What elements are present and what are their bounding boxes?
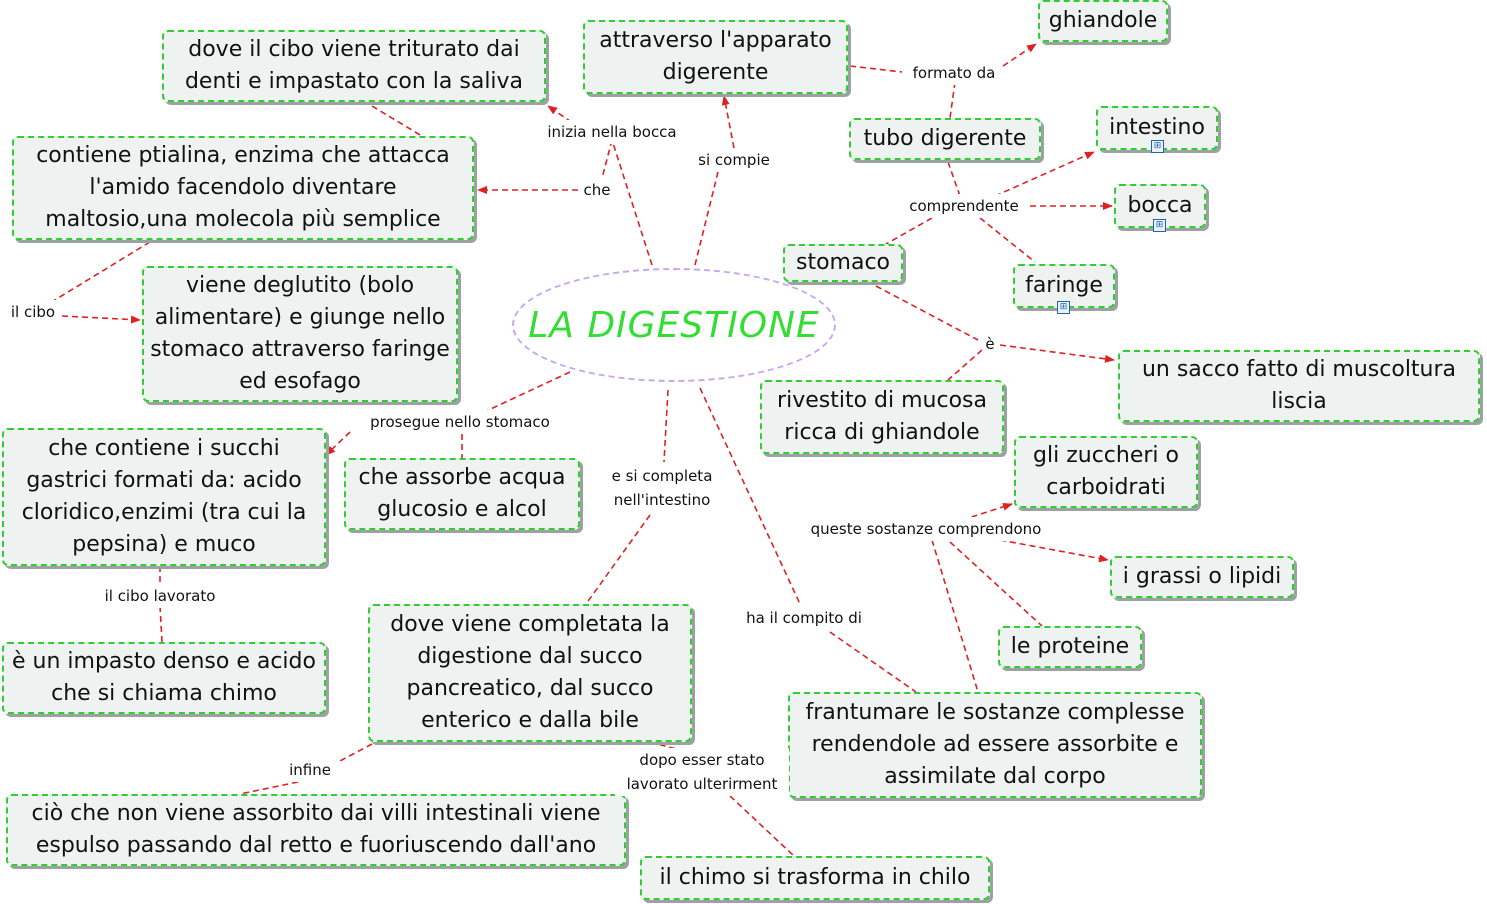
node-grassi[interactable]: i grassi o lipidi [1110, 556, 1294, 598]
node-chilo[interactable]: il chimo si trasforma in chilo [640, 856, 990, 900]
node-succhi[interactable]: che contiene i succhi gastrici formati d… [2, 428, 326, 566]
link-label-compito: ha il compito di [744, 606, 864, 630]
node-proteine[interactable]: le proteine [998, 626, 1142, 668]
node-stomaco[interactable]: stomaco [783, 244, 903, 282]
node-assorbe[interactable]: che assorbe acqua glucosio e alcol [344, 458, 580, 530]
node-chimo[interactable]: è un impasto denso e acido che si chiama… [2, 642, 326, 714]
central-topic-title: LA DIGESTIONE [528, 304, 820, 346]
link-label-dopo: dopo esser stato lavorato ulterirment [615, 748, 789, 796]
link-label-compie: si compie [696, 148, 772, 172]
node-zuccheri[interactable]: gli zuccheri o carboidrati [1014, 436, 1198, 508]
link-label-sostanze: queste sostanze comprendono [808, 517, 1044, 541]
submap-icon[interactable]: ⊞ [1153, 219, 1166, 232]
node-triturato[interactable]: dove il cibo viene triturato dai denti e… [162, 30, 546, 102]
link-label-infine: infine [287, 758, 333, 782]
link-label-completa: e si completa nell'intestino [600, 464, 724, 512]
node-espulso[interactable]: ciò che non viene assorbito dai villi in… [6, 794, 626, 866]
node-frantumare[interactable]: frantumare le sostanze complesse rendend… [788, 692, 1202, 798]
link-label-formato: formato da [910, 61, 998, 85]
link-label-che: che [581, 178, 613, 202]
link-label-prosegue: prosegue nello stomaco [368, 410, 552, 434]
node-apparato[interactable]: attraverso l'apparato digerente [583, 20, 848, 94]
node-tubo-digerente[interactable]: tubo digerente [849, 118, 1041, 160]
node-ptialina[interactable]: contiene ptialina, enzima che attacca l'… [12, 136, 474, 240]
submap-icon[interactable]: ⊞ [1151, 140, 1164, 153]
central-topic[interactable]: LA DIGESTIONE [512, 268, 836, 382]
link-label-cibo: il cibo [8, 300, 58, 324]
link-label-cibo-lavorato: il cibo lavorato [102, 584, 218, 608]
node-sacco[interactable]: un sacco fatto di muscoltura liscia [1118, 350, 1480, 422]
link-label-comprendente: comprendente [907, 194, 1021, 218]
node-completata[interactable]: dove viene completata la digestione dal … [368, 604, 692, 742]
node-deglutito[interactable]: viene deglutito (bolo alimentare) e giun… [142, 266, 458, 402]
link-label-e: è [983, 332, 997, 356]
node-ghiandole[interactable]: ghiandole [1038, 0, 1168, 42]
submap-icon[interactable]: ⊞ [1057, 301, 1070, 314]
link-label-inizia: inizia nella bocca [545, 120, 679, 144]
node-mucosa[interactable]: rivestito di mucosa ricca di ghiandole [760, 380, 1004, 454]
